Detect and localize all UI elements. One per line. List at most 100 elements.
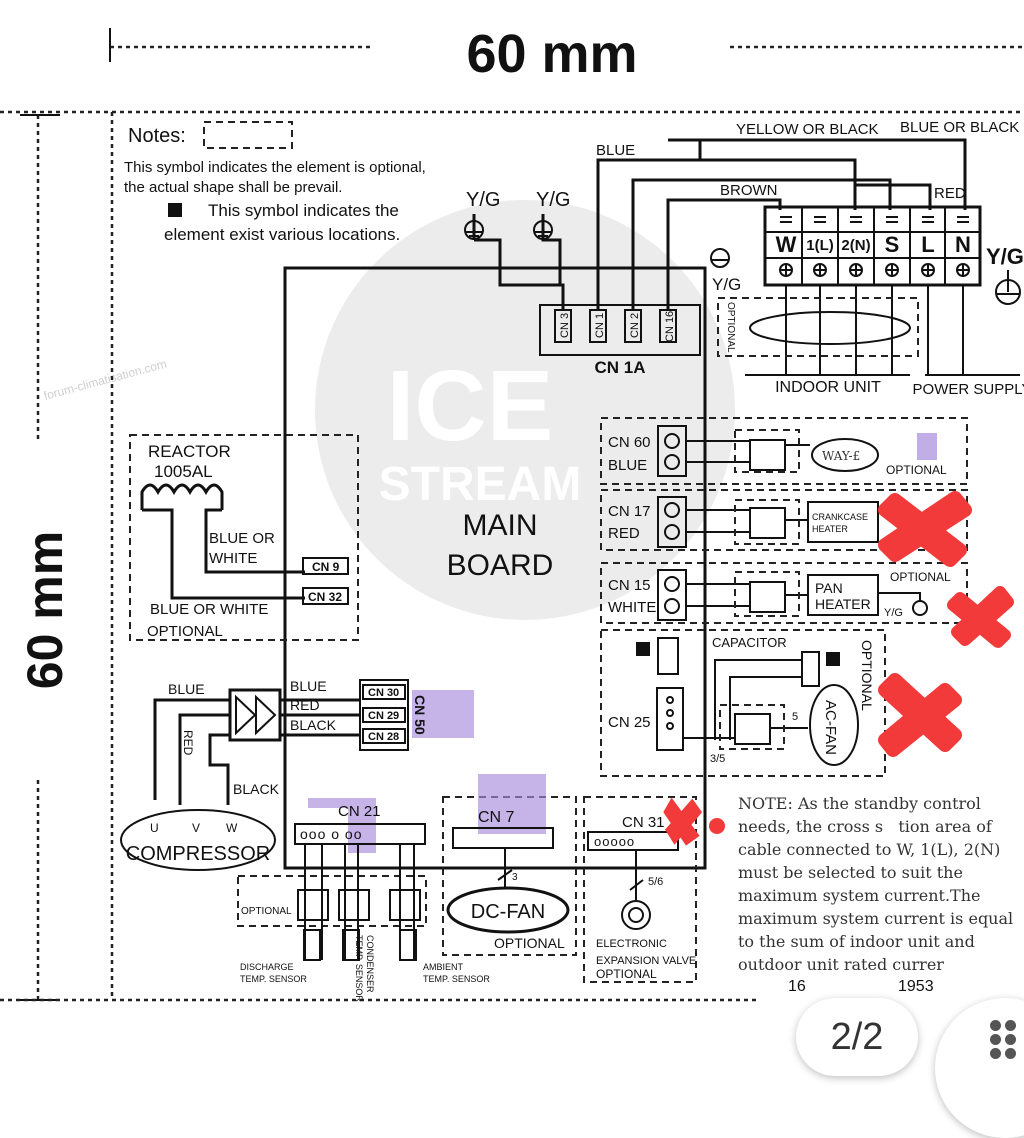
watermark-ice: ICE (387, 350, 554, 462)
svg-text:ooo o oo: ooo o oo (300, 826, 363, 842)
svg-text:CN 60: CN 60 (608, 434, 651, 451)
cn60-group: CN 60 BLUE WAY-£ OPTIONAL (600, 417, 968, 485)
svg-text:ELECTRONIC: ELECTRONIC (596, 938, 667, 950)
wires-top (472, 138, 967, 310)
svg-text:L: L (921, 232, 934, 257)
svg-text:This symbol indicates the: This symbol indicates the (208, 201, 399, 220)
svg-text:to the sum of indoor unit and: to the sum of indoor unit and (738, 932, 975, 951)
location-symbol (168, 203, 182, 217)
diagram-border (0, 110, 1024, 1002)
svg-text:ooooo: ooooo (594, 834, 635, 849)
svg-text:needs, the cross s tion area: needs, the cross s tion area of (738, 817, 993, 836)
svg-text:BROWN: BROWN (720, 182, 778, 199)
cn7-dc-fan: CN 7 3 DC-FAN OPTIONAL (442, 774, 577, 956)
svg-text:CN 32: CN 32 (308, 590, 342, 604)
svg-text:BLUE: BLUE (596, 142, 635, 159)
svg-text:Y/G: Y/G (712, 275, 741, 294)
svg-text:CN 9: CN 9 (312, 560, 340, 574)
svg-text:W: W (226, 821, 238, 835)
svg-text:HEATER: HEATER (812, 524, 848, 534)
svg-text:POWER SUPPLY: POWER SUPPLY (913, 381, 1024, 398)
svg-text:1953: 1953 (898, 978, 934, 995)
svg-text:BLUE: BLUE (608, 457, 647, 474)
svg-text:CN 2: CN 2 (629, 313, 641, 338)
svg-text:OPTIONAL: OPTIONAL (886, 463, 947, 477)
svg-text:WHITE: WHITE (209, 550, 257, 567)
svg-text:cable connected to W, 1(L), 2: cable connected to W, 1(L), 2(N) (738, 840, 1000, 859)
svg-text:CN 25: CN 25 (608, 714, 651, 731)
compressor-group: BLUE RED BLACK BLUE RED BLACK CN 30 CN 2… (120, 678, 474, 871)
svg-text:1005AL: 1005AL (154, 462, 213, 481)
terminal-block: W 1(L) 2(N) S L N (763, 205, 982, 287)
svg-text:CN 17: CN 17 (608, 503, 651, 520)
svg-text:CN 31: CN 31 (622, 814, 665, 831)
svg-text:Y/G: Y/G (986, 244, 1024, 269)
svg-text:AMBIENT: AMBIENT (423, 962, 464, 972)
purple-highlight (917, 433, 937, 460)
svg-text:WAY-£: WAY-£ (822, 449, 860, 463)
svg-text:CN 30: CN 30 (368, 687, 399, 699)
svg-text:OPTIONAL: OPTIONAL (241, 906, 292, 917)
svg-text:INDOOR UNIT: INDOOR UNIT (775, 379, 881, 396)
svg-text:U: U (150, 821, 159, 835)
svg-text:CN 21: CN 21 (338, 803, 381, 820)
svg-text:BLUE: BLUE (168, 681, 205, 697)
svg-text:3: 3 (512, 872, 518, 883)
svg-text:3/5: 3/5 (710, 753, 725, 765)
dimension-left-label: 60 mm (17, 531, 73, 689)
wiring-diagram: ICE STREAM forum-climatisation.com 60 mm… (0, 24, 1024, 1002)
svg-text:OPTIONAL: OPTIONAL (890, 570, 951, 584)
cn31-eev: CN 31 ooooo 5/6 ELECTRONIC EXPANSION VAL… (583, 796, 697, 983)
svg-text:1(L): 1(L) (806, 237, 834, 254)
watermark-stream: STREAM (379, 458, 582, 511)
page-indicator[interactable]: 2/2 (796, 998, 918, 1076)
svg-text:maximum system current.The: maximum system current.The (738, 886, 981, 905)
svg-text:OPTIONAL: OPTIONAL (859, 640, 875, 711)
svg-text:BLACK: BLACK (233, 781, 280, 797)
svg-text:OPTIONAL: OPTIONAL (147, 623, 223, 640)
svg-text:5: 5 (792, 711, 798, 723)
svg-text:AC-FAN: AC-FAN (822, 700, 839, 755)
svg-text:RED: RED (181, 730, 195, 756)
svg-text:PAN: PAN (815, 580, 843, 596)
svg-text:CN 1: CN 1 (594, 313, 606, 338)
svg-text:Y/G: Y/G (536, 189, 570, 211)
watermark: ICE STREAM forum-climatisation.com (42, 200, 735, 620)
cn17-group: CN 17 RED CRANKCASE HEATER (600, 489, 968, 551)
svg-text:W: W (776, 232, 797, 257)
notes: Notes: This symbol indicates the element… (124, 121, 426, 244)
svg-text:N: N (955, 232, 971, 257)
svg-text:BLUE OR WHITE: BLUE OR WHITE (150, 601, 268, 618)
svg-text:16: 16 (788, 978, 806, 995)
svg-text:CN 29: CN 29 (368, 710, 399, 722)
svg-text:EXPANSION VALVE: EXPANSION VALVE (596, 955, 696, 967)
svg-text:RED: RED (290, 697, 320, 713)
svg-text:element exist various location: element exist various locations. (164, 225, 400, 244)
svg-text:CONDENSER: CONDENSER (365, 935, 375, 993)
svg-text:Notes:: Notes: (128, 125, 186, 147)
reactor: REACTOR 1005AL BLUE OR WHITE BLUE OR WHI… (129, 434, 359, 641)
standby-note: NOTE: As the standby control needs, the … (738, 794, 1013, 995)
svg-text:HEATER: HEATER (815, 596, 871, 612)
unit-wires (785, 285, 964, 375)
svg-text:WHITE: WHITE (608, 599, 656, 616)
main-board-label: MAIN (463, 509, 538, 542)
svg-text:DC-FAN: DC-FAN (471, 901, 545, 923)
red-x-marks (663, 491, 1014, 846)
svg-text:COMPRESSOR: COMPRESSOR (126, 843, 270, 865)
main-board (283, 266, 707, 870)
svg-text:CN 15: CN 15 (608, 577, 651, 594)
svg-text:Y/G: Y/G (466, 189, 500, 211)
svg-text:TEMP. SENSOR: TEMP. SENSOR (423, 974, 490, 984)
svg-text:TEMP. SENSOR: TEMP. SENSOR (354, 935, 364, 1002)
svg-text:BLUE OR BLACK: BLUE OR BLACK (900, 119, 1019, 136)
svg-text:OPTIONAL: OPTIONAL (596, 967, 657, 981)
svg-text:BLUE: BLUE (290, 678, 327, 694)
svg-text:CAPACITOR: CAPACITOR (712, 635, 787, 650)
svg-text:2(N): 2(N) (841, 237, 870, 254)
svg-text:CN 16: CN 16 (664, 311, 676, 342)
svg-text:5/6: 5/6 (648, 876, 663, 888)
svg-text:YELLOW OR BLACK: YELLOW OR BLACK (736, 121, 879, 138)
svg-text:must be selected to suit th: must be selected to suit the (738, 863, 963, 882)
svg-text:V: V (192, 821, 200, 835)
